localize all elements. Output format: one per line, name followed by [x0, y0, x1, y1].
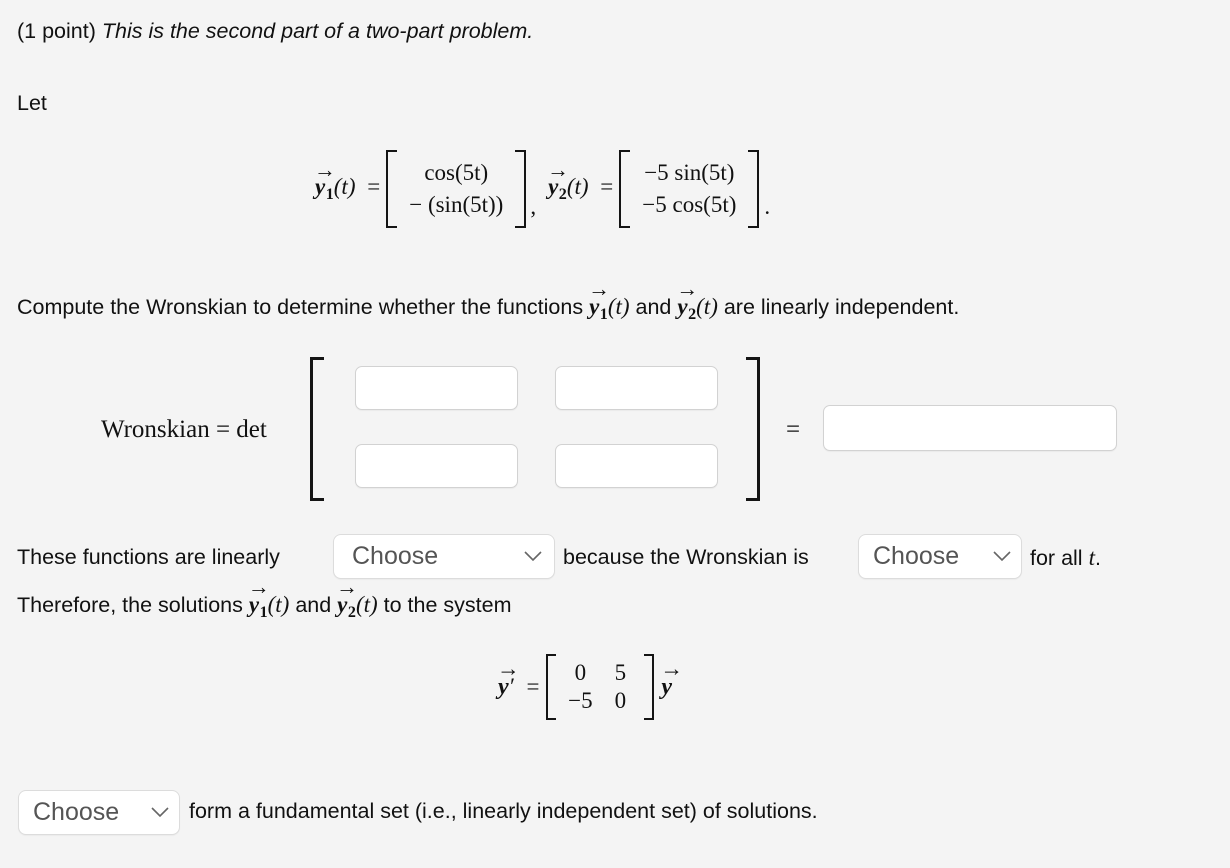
problem-intro-text: This is the second part of a two-part pr…	[101, 19, 534, 43]
wronskian-result-input[interactable]	[823, 405, 1117, 451]
vector-arrow-icon: →	[336, 574, 358, 599]
y1-entry-2: − (sin(5t))	[409, 192, 504, 217]
let-label: Let	[17, 91, 47, 115]
wronskian-label: Wronskian = det	[101, 416, 267, 443]
dropdown-fundamental-set-label: Choose	[33, 798, 120, 826]
system-matrix-cell-21: −5	[568, 688, 593, 713]
y2-bracket-left	[619, 150, 631, 228]
y2-entry-2: −5 cos(5t)	[642, 192, 737, 217]
vector-arrow-icon: →	[588, 276, 610, 301]
system-matrix-cell-22: 0	[614, 688, 627, 713]
therefore-y2-symbol: →y2(t)	[336, 574, 378, 621]
definition-separator: ,	[530, 194, 537, 219]
therefore-mid: and	[289, 593, 338, 617]
determinant-bracket-left	[310, 357, 324, 501]
final-text: form a fundamental set (i.e., linearly i…	[189, 799, 818, 823]
vector-arrow-icon: →	[660, 656, 683, 682]
compute-text-part1: Compute the Wronskian to determine wheth…	[17, 295, 590, 319]
compute-text-part2: are linearly independent.	[717, 295, 960, 319]
y2-entries: −5 sin(5t) −5 cos(5t)	[630, 157, 748, 221]
wronskian-cell-12-input[interactable]	[555, 366, 718, 410]
y1-symbol: →y1(t) =	[314, 157, 381, 203]
conclusion-post-text: for all t.	[1030, 544, 1101, 573]
chevron-down-icon	[524, 551, 542, 562]
y1-bracket-right	[515, 150, 527, 228]
y2-entry-1: −5 sin(5t)	[644, 160, 735, 185]
compute-y1-symbol: →y1(t)	[588, 276, 630, 323]
wronskian-cell-22-input[interactable]	[555, 444, 718, 488]
wronskian-cell-21-input[interactable]	[355, 444, 518, 488]
y1-entry-1: cos(5t)	[424, 160, 489, 185]
vector-arrow-icon: →	[676, 276, 698, 301]
conclusion-mid-text: because the Wronskian is	[563, 545, 809, 569]
system-rhs: →y	[660, 656, 683, 700]
vector-arrow-icon: →	[497, 656, 520, 682]
wronskian-equals: =	[786, 416, 801, 443]
system-prime: ′	[508, 673, 514, 699]
y2-bracket-right	[748, 150, 760, 228]
conclusion-pre-text: These functions are linearly	[17, 545, 280, 569]
chevron-down-icon	[151, 807, 169, 818]
definition-period: .	[764, 194, 771, 219]
therefore-y1-symbol: →y1(t)	[247, 574, 290, 621]
system-bracket-left	[546, 654, 557, 720]
compute-instruction: Compute the Wronskian to determine wheth…	[17, 276, 960, 325]
system-matrix-cell-12: 5	[614, 660, 627, 685]
vector-definitions: →y1(t) = cos(5t) − (sin(5t)) , →y2(t) = …	[314, 150, 771, 228]
system-matrix-row-2: −5 0	[556, 687, 644, 715]
therefore-part1: Therefore, the solutions	[17, 593, 249, 617]
conclusion-variable-t: t	[1088, 545, 1095, 570]
conclusion-post-label: for all	[1030, 546, 1083, 570]
y1-bracket-left	[386, 150, 398, 228]
vector-arrow-icon: →	[547, 157, 569, 182]
dropdown-linear-independence[interactable]: Choose	[333, 534, 555, 579]
chevron-down-icon	[993, 551, 1011, 562]
system-matrix-cell-11: 0	[574, 660, 587, 685]
determinant-bracket-right	[746, 357, 760, 501]
compute-y2-symbol: →y2(t)	[676, 276, 718, 323]
problem-header: (1 point) This is the second part of a t…	[17, 18, 533, 45]
dropdown-linear-independence-label: Choose	[352, 542, 439, 570]
system-lhs: →y′ =	[497, 656, 540, 700]
y2-symbol: →y2(t) =	[547, 157, 614, 203]
therefore-line: Therefore, the solutions →y1(t) and →y2(…	[17, 574, 512, 623]
dropdown-wronskian-value-label: Choose	[873, 542, 960, 570]
y1-entries: cos(5t) − (sin(5t))	[397, 157, 515, 221]
conclusion-period: .	[1094, 546, 1101, 570]
vector-arrow-icon: →	[247, 574, 270, 599]
dropdown-fundamental-set[interactable]: Choose	[18, 790, 180, 835]
system-bracket-right	[644, 654, 655, 720]
compute-text-mid: and	[629, 295, 678, 319]
points-label: (1 point)	[17, 19, 96, 43]
therefore-part2: to the system	[377, 593, 512, 617]
vector-arrow-icon: →	[314, 157, 336, 182]
wronskian-cell-11-input[interactable]	[355, 366, 518, 410]
dropdown-wronskian-value[interactable]: Choose	[858, 534, 1022, 579]
